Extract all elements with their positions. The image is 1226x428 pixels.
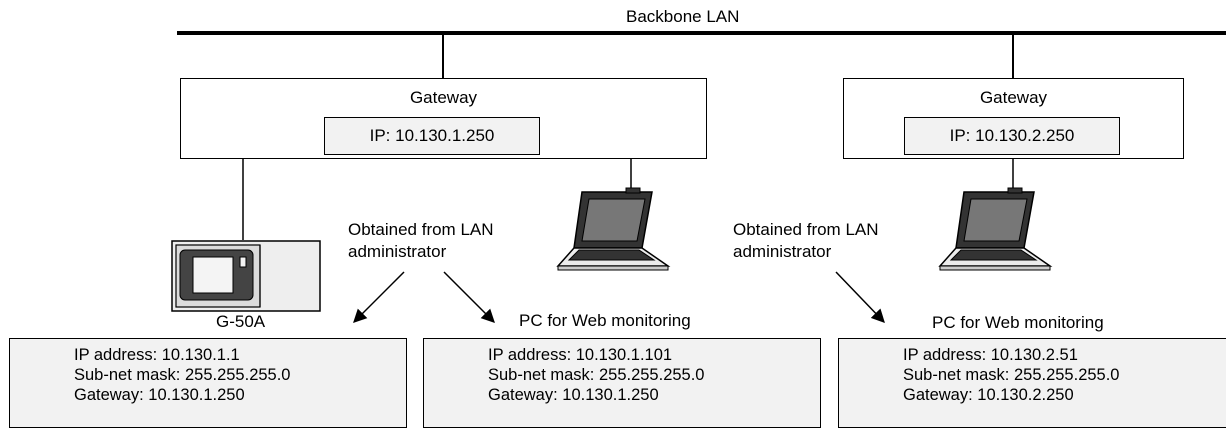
laptop-icon-2 xyxy=(938,187,1053,271)
gateway-ip-box-1: IP: 10.130.1.250 xyxy=(324,117,540,155)
g50a-label: G-50A xyxy=(216,312,266,331)
info-gateway: Gateway: 10.130.1.250 xyxy=(488,386,659,404)
arrow-to-pc1-box xyxy=(443,271,495,323)
arrow-to-controller xyxy=(353,271,405,323)
note-1-line2: administrator xyxy=(348,242,447,261)
gateway-label-2: Gateway xyxy=(979,88,1048,107)
gateway-ip-box-2: IP: 10.130.2.250 xyxy=(904,117,1120,155)
info-gateway: Gateway: 10.130.2.250 xyxy=(903,386,1074,404)
gateway-box-2: Gateway IP: 10.130.2.250 xyxy=(843,78,1184,159)
info-ip: IP address: 10.130.1.101 xyxy=(488,346,673,364)
pc-label-2: PC for Web monitoring xyxy=(932,313,1104,332)
info-ip: IP address: 10.130.2.51 xyxy=(903,346,1078,364)
gateway-label-1: Gateway xyxy=(409,88,478,107)
info-box-controller: IP address: 10.130.1.1 Sub-net mask: 255… xyxy=(9,338,407,428)
note-2-line2: administrator xyxy=(733,242,832,261)
pc-label-1: PC for Web monitoring xyxy=(519,311,691,330)
laptop-icon-1 xyxy=(556,187,671,271)
info-mask: Sub-net mask: 255.255.255.0 xyxy=(903,366,1120,384)
g50a-controller-icon xyxy=(171,240,321,312)
info-box-pc2: IP address: 10.130.2.51 Sub-net mask: 25… xyxy=(838,338,1226,428)
info-ip: IP address: 10.130.1.1 xyxy=(74,346,240,364)
info-gateway: Gateway: 10.130.1.250 xyxy=(74,386,245,404)
gateway-box-1: Gateway IP: 10.130.1.250 xyxy=(180,78,707,159)
info-mask: Sub-net mask: 255.255.255.0 xyxy=(488,366,705,384)
info-mask: Sub-net mask: 255.255.255.0 xyxy=(74,366,291,384)
arrow-to-pc2-box xyxy=(835,271,885,323)
backbone-lan-label: Backbone LAN xyxy=(626,7,740,26)
info-box-pc1: IP address: 10.130.1.101 Sub-net mask: 2… xyxy=(423,338,821,428)
note-1-line1: Obtained from LAN xyxy=(348,220,494,239)
note-2-line1: Obtained from LAN xyxy=(733,220,879,239)
